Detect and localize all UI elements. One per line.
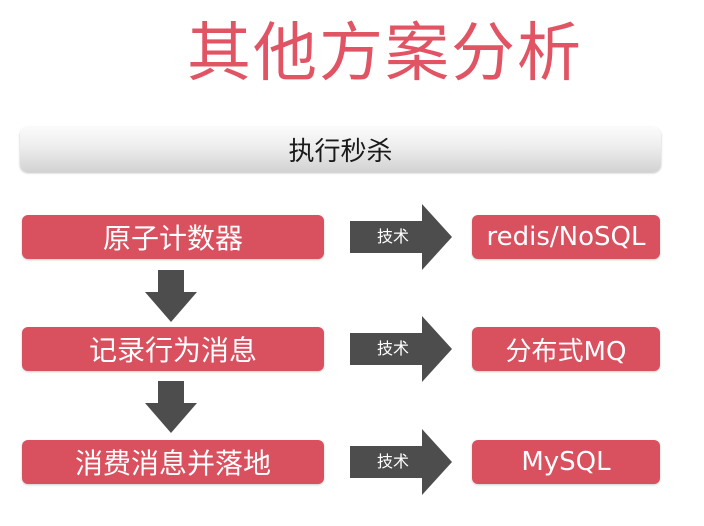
- step-label: 消费消息并落地: [74, 447, 271, 480]
- right-arrow-icon: [350, 429, 452, 495]
- header-bar: 执行秒杀: [20, 127, 661, 172]
- tech-label: 技术: [376, 452, 409, 471]
- tech-arrow: 技术: [350, 429, 452, 495]
- result-label: redis/NoSQL: [486, 222, 646, 252]
- result-label: 分布式MQ: [505, 336, 627, 367]
- tech-label: 技术: [376, 227, 409, 246]
- step-label: 原子计数器: [102, 222, 243, 255]
- down-arrow-icon: [145, 270, 197, 322]
- step-box-consume-message: 消费消息并落地: [22, 440, 324, 484]
- tech-arrow: 技术: [350, 316, 452, 382]
- down-arrow-icon: [145, 381, 197, 433]
- result-box-mq: 分布式MQ: [472, 327, 660, 371]
- right-arrow-icon: [350, 316, 452, 382]
- step-box-record-message: 记录行为消息: [22, 327, 324, 371]
- tech-arrow: 技术: [350, 204, 452, 270]
- tech-label: 技术: [376, 339, 409, 358]
- slide-title: 其他方案分析: [187, 17, 583, 91]
- result-label: MySQL: [521, 447, 611, 477]
- right-arrow-icon: [350, 204, 452, 270]
- header-label: 执行秒杀: [288, 137, 393, 167]
- result-box-mysql: MySQL: [472, 440, 660, 484]
- result-box-redis: redis/NoSQL: [472, 215, 660, 259]
- step-box-atomic-counter: 原子计数器: [22, 215, 324, 259]
- step-label: 记录行为消息: [88, 334, 257, 367]
